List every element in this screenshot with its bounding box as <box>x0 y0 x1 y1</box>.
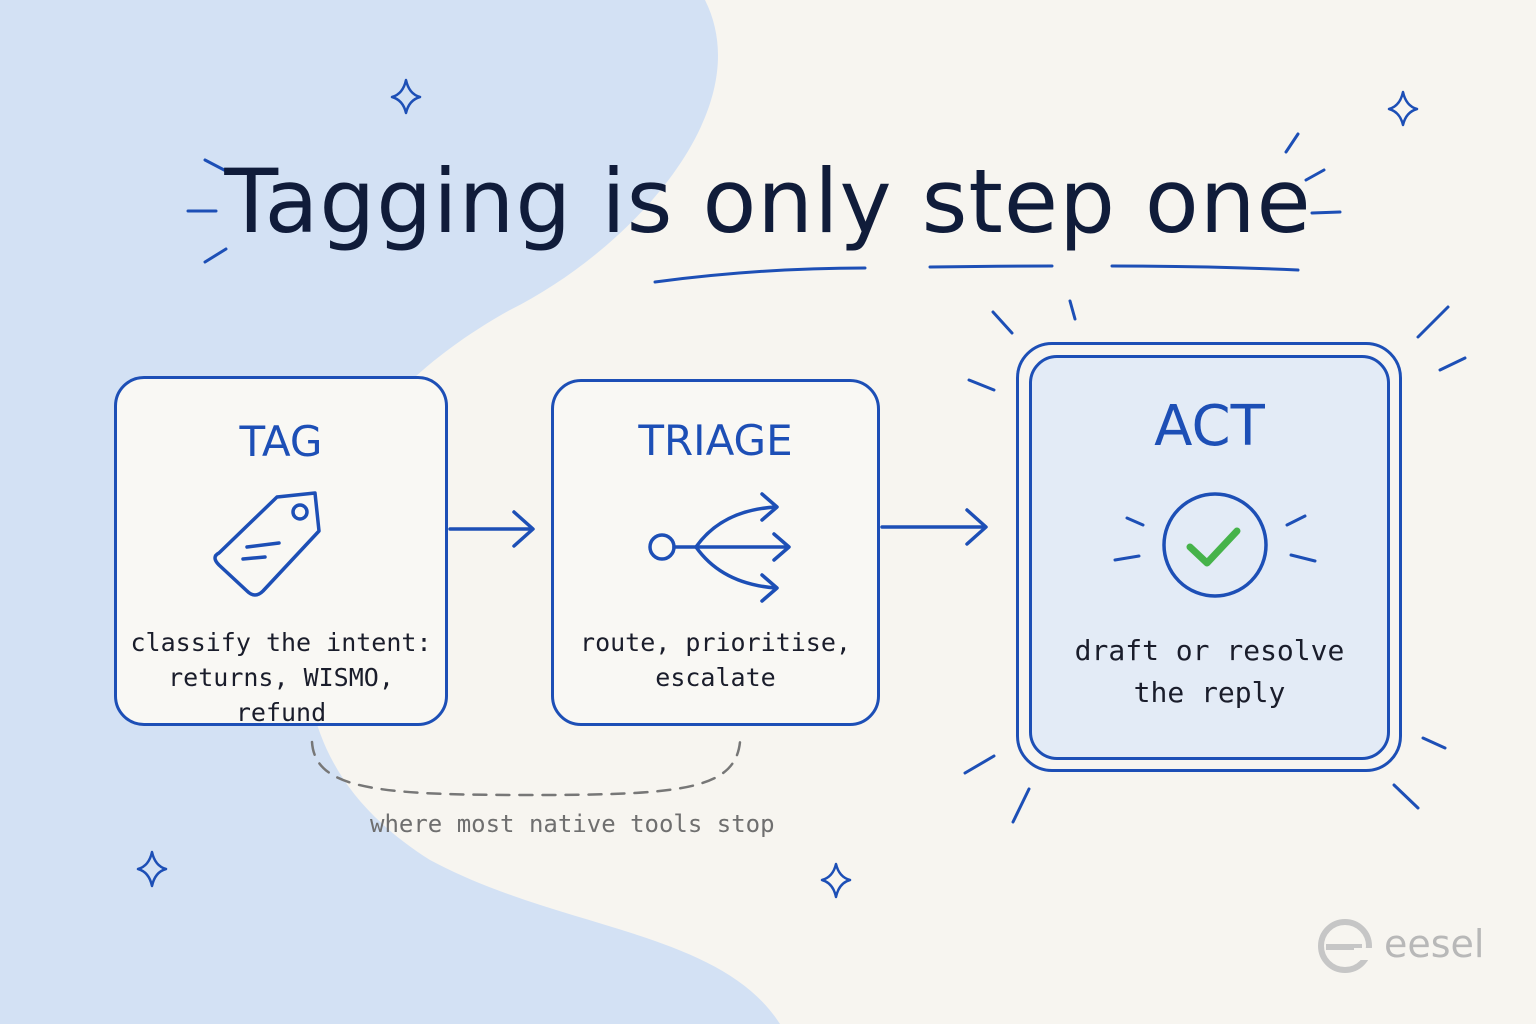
step-box-act: ACT draft or resolve the reply <box>1029 355 1390 760</box>
sparkle-icons <box>136 78 1419 899</box>
brand-logo-icon <box>1318 919 1372 973</box>
step-description-line: the reply <box>1133 676 1286 709</box>
sparkle-icon <box>1387 90 1419 127</box>
step-description-line: returns, WISMO, refund <box>168 663 394 727</box>
arrow-triage-to-act <box>880 508 988 546</box>
sparkle-icon <box>820 862 852 899</box>
step-title-tag: TAG <box>239 417 323 466</box>
step-title-triage: TRIAGE <box>638 416 793 465</box>
flow-arrows <box>448 508 988 548</box>
bracket-note: where most native tools stop <box>370 810 775 838</box>
step-description-triage: route, prioritise, escalate <box>554 625 877 695</box>
step-box-triage: TRIAGE route, prioritise, escalate <box>551 379 880 726</box>
check-circle-icon <box>1113 492 1317 598</box>
act-burst-lines <box>963 299 1467 824</box>
step-description-line: escalate <box>655 663 776 692</box>
title-emphasis-marks <box>186 132 1342 264</box>
arrow-tag-to-triage <box>448 510 535 548</box>
brand-name: eesel <box>1384 922 1485 966</box>
sparkle-icon <box>390 78 422 115</box>
page-title: Tagging is only step one <box>224 150 1312 253</box>
step-description-line: route, prioritise, <box>580 628 851 657</box>
branch-arrows-icon <box>648 492 791 603</box>
step-description-act: draft or resolve the reply <box>1032 630 1387 714</box>
dashed-bracket <box>310 740 742 797</box>
step-description-line: draft or resolve <box>1074 634 1345 667</box>
step-title-act: ACT <box>1154 394 1265 459</box>
title-underline <box>653 264 1300 284</box>
background-blob <box>0 0 780 1024</box>
tag-icon <box>213 491 321 597</box>
step-box-tag: TAG classify the intent: returns, WISMO,… <box>114 376 448 727</box>
step-description-tag: classify the intent: returns, WISMO, ref… <box>117 625 445 730</box>
step-box-act-outer <box>1016 342 1402 772</box>
step-description-line: classify the intent: <box>130 628 432 657</box>
sparkle-icon <box>136 850 168 888</box>
